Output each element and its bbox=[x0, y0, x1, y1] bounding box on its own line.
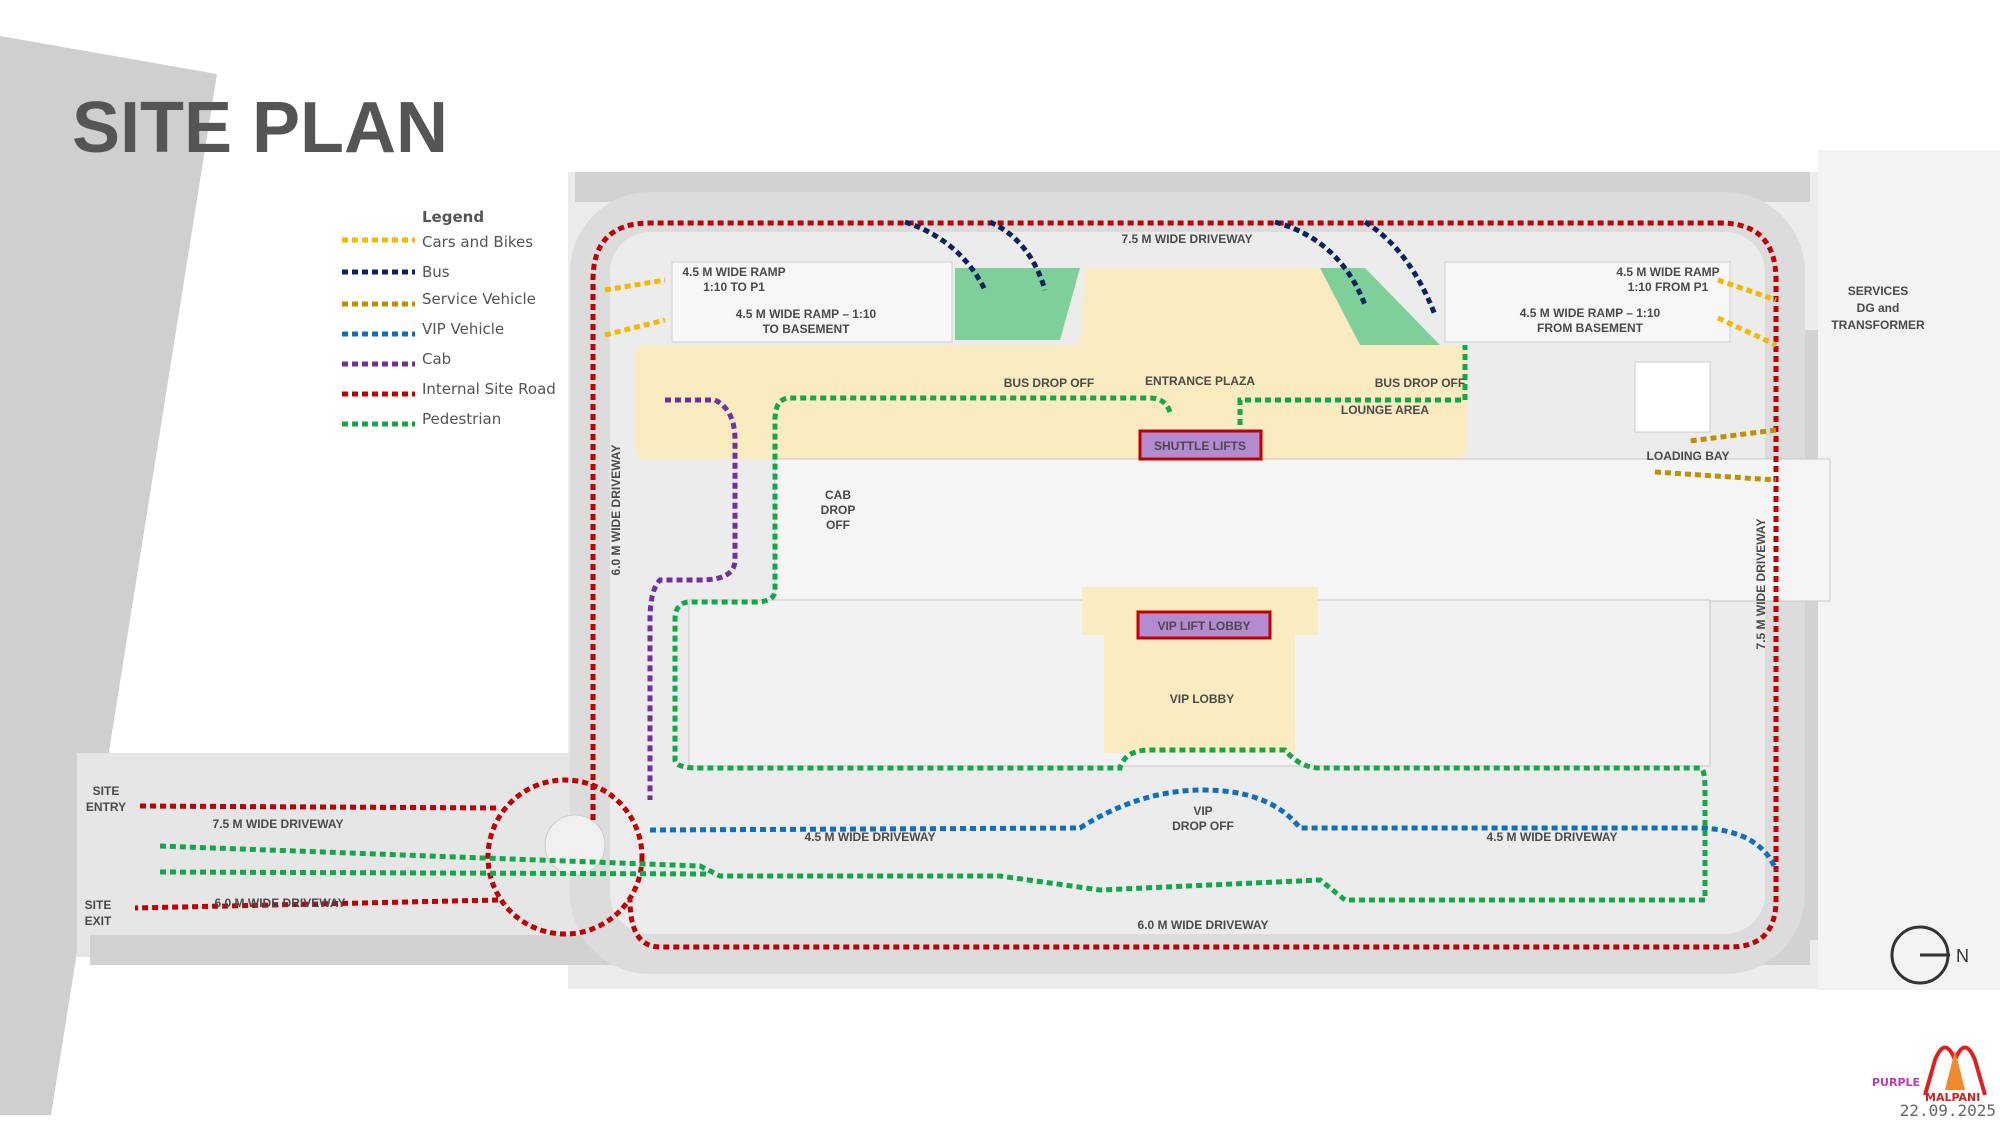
svg-text:Cab: Cab bbox=[422, 350, 451, 368]
legend-item-vip: VIP Vehicle bbox=[342, 320, 504, 338]
svg-text:Cars and Bikes: Cars and Bikes bbox=[422, 233, 533, 251]
green-landscape-1 bbox=[955, 268, 1080, 340]
label-vip-lobby: VIP LOBBY bbox=[1170, 692, 1234, 706]
label-top-driveway: 7.5 M WIDE DRIVEWAY bbox=[1122, 232, 1253, 246]
bus-route-3 bbox=[1274, 219, 1368, 306]
label-vip-driveway-left: 4.5 M WIDE DRIVEWAY bbox=[805, 830, 936, 844]
legend-item-cab: Cab bbox=[342, 350, 451, 368]
vip-lobby-floor bbox=[1104, 635, 1295, 753]
label-entry-driveway: 7.5 M WIDE DRIVEWAY bbox=[213, 817, 344, 831]
building-core bbox=[774, 458, 1831, 602]
bus-route-4 bbox=[1363, 219, 1438, 316]
vip-lift-lobby-box: VIP LIFT LOBBY bbox=[1136, 610, 1272, 640]
legend-item-pedestrian: Pedestrian bbox=[342, 410, 501, 428]
roundabout-route bbox=[485, 777, 645, 937]
bus-route-2 bbox=[988, 219, 1048, 291]
svg-text:VIP LIFT LOBBY: VIP LIFT LOBBY bbox=[1157, 619, 1250, 633]
pedestrian-route-entry bbox=[159, 869, 711, 877]
label-lounge-area: LOUNGE AREA bbox=[1341, 403, 1430, 417]
svg-text:VIP Vehicle: VIP Vehicle bbox=[422, 320, 504, 338]
page-title: SITE PLAN bbox=[72, 88, 448, 168]
shuttle-lifts-box: SHUTTLE LIFTS bbox=[1138, 429, 1263, 461]
services-area bbox=[1818, 150, 2000, 990]
label-left-driveway: 6.0 M WIDE DRIVEWAY bbox=[609, 445, 623, 576]
label-bottom-driveway: 6.0 M WIDE DRIVEWAY bbox=[1138, 918, 1269, 932]
ramps-right bbox=[1444, 261, 1731, 343]
car-route-4 bbox=[1716, 315, 1778, 348]
label-right-driveway: 7.5 M WIDE DRIVEWAY bbox=[1754, 519, 1768, 650]
legend-item-cars: Cars and Bikes bbox=[342, 233, 533, 251]
label-loading-bay: LOADING BAY bbox=[1647, 449, 1730, 463]
malpani-purple-logo: PURPLE MALPANI bbox=[1872, 1045, 1987, 1104]
svg-text:Internal Site Road: Internal Site Road bbox=[422, 380, 556, 398]
svg-text:PURPLE: PURPLE bbox=[1872, 1076, 1920, 1089]
legend: Legend Cars and Bikes Bus Service Vehicl… bbox=[342, 208, 556, 428]
label-exit-driveway: 6.0 M WIDE DRIVEWAY bbox=[215, 896, 346, 910]
legend-item-bus: Bus bbox=[342, 263, 450, 281]
legend-item-service: Service Vehicle bbox=[342, 290, 536, 308]
car-route-1 bbox=[604, 277, 666, 293]
svg-text:Service Vehicle: Service Vehicle bbox=[422, 290, 536, 308]
svg-text:MALPANI: MALPANI bbox=[1925, 1091, 1980, 1104]
label-entrance-plaza: ENTRANCE PLAZA bbox=[1145, 374, 1255, 388]
loading-bay-area bbox=[1634, 361, 1711, 433]
car-route-3 bbox=[1717, 277, 1777, 303]
entrance-plaza-area bbox=[635, 345, 1467, 459]
pedestrian-route-lounge bbox=[1237, 345, 1468, 425]
site-ground-left bbox=[77, 753, 577, 957]
label-vip-driveway-right: 4.5 M WIDE DRIVEWAY bbox=[1487, 830, 1618, 844]
cab-route bbox=[647, 397, 738, 800]
svg-text:Pedestrian: Pedestrian bbox=[422, 410, 501, 428]
legend-title: Legend bbox=[422, 208, 484, 226]
label-bus-drop-off-2: BUS DROP OFF bbox=[1375, 376, 1465, 390]
svg-text:N: N bbox=[1956, 946, 1969, 966]
label-bus-drop-off-1: BUS DROP OFF bbox=[1004, 376, 1094, 390]
legend-item-internal-road: Internal Site Road bbox=[342, 380, 556, 398]
ramps-left bbox=[671, 261, 953, 343]
svg-text:Bus: Bus bbox=[422, 263, 450, 281]
service-route-1 bbox=[1689, 427, 1777, 444]
date-stamp: 22.09.2025 bbox=[1900, 1101, 1996, 1120]
roundabout-island bbox=[544, 814, 606, 876]
north-compass: N bbox=[1890, 925, 1969, 985]
service-route-2 bbox=[1654, 469, 1777, 483]
svg-text:SHUTTLE LIFTS: SHUTTLE LIFTS bbox=[1154, 439, 1246, 453]
bus-route-1 bbox=[904, 219, 988, 292]
left-grey-band bbox=[0, 36, 217, 1115]
vip-route bbox=[649, 787, 1779, 871]
plaza-upper bbox=[1080, 268, 1360, 345]
site-exit-route bbox=[134, 897, 499, 911]
car-route-2 bbox=[604, 317, 666, 338]
green-landscape-2 bbox=[1320, 268, 1440, 345]
